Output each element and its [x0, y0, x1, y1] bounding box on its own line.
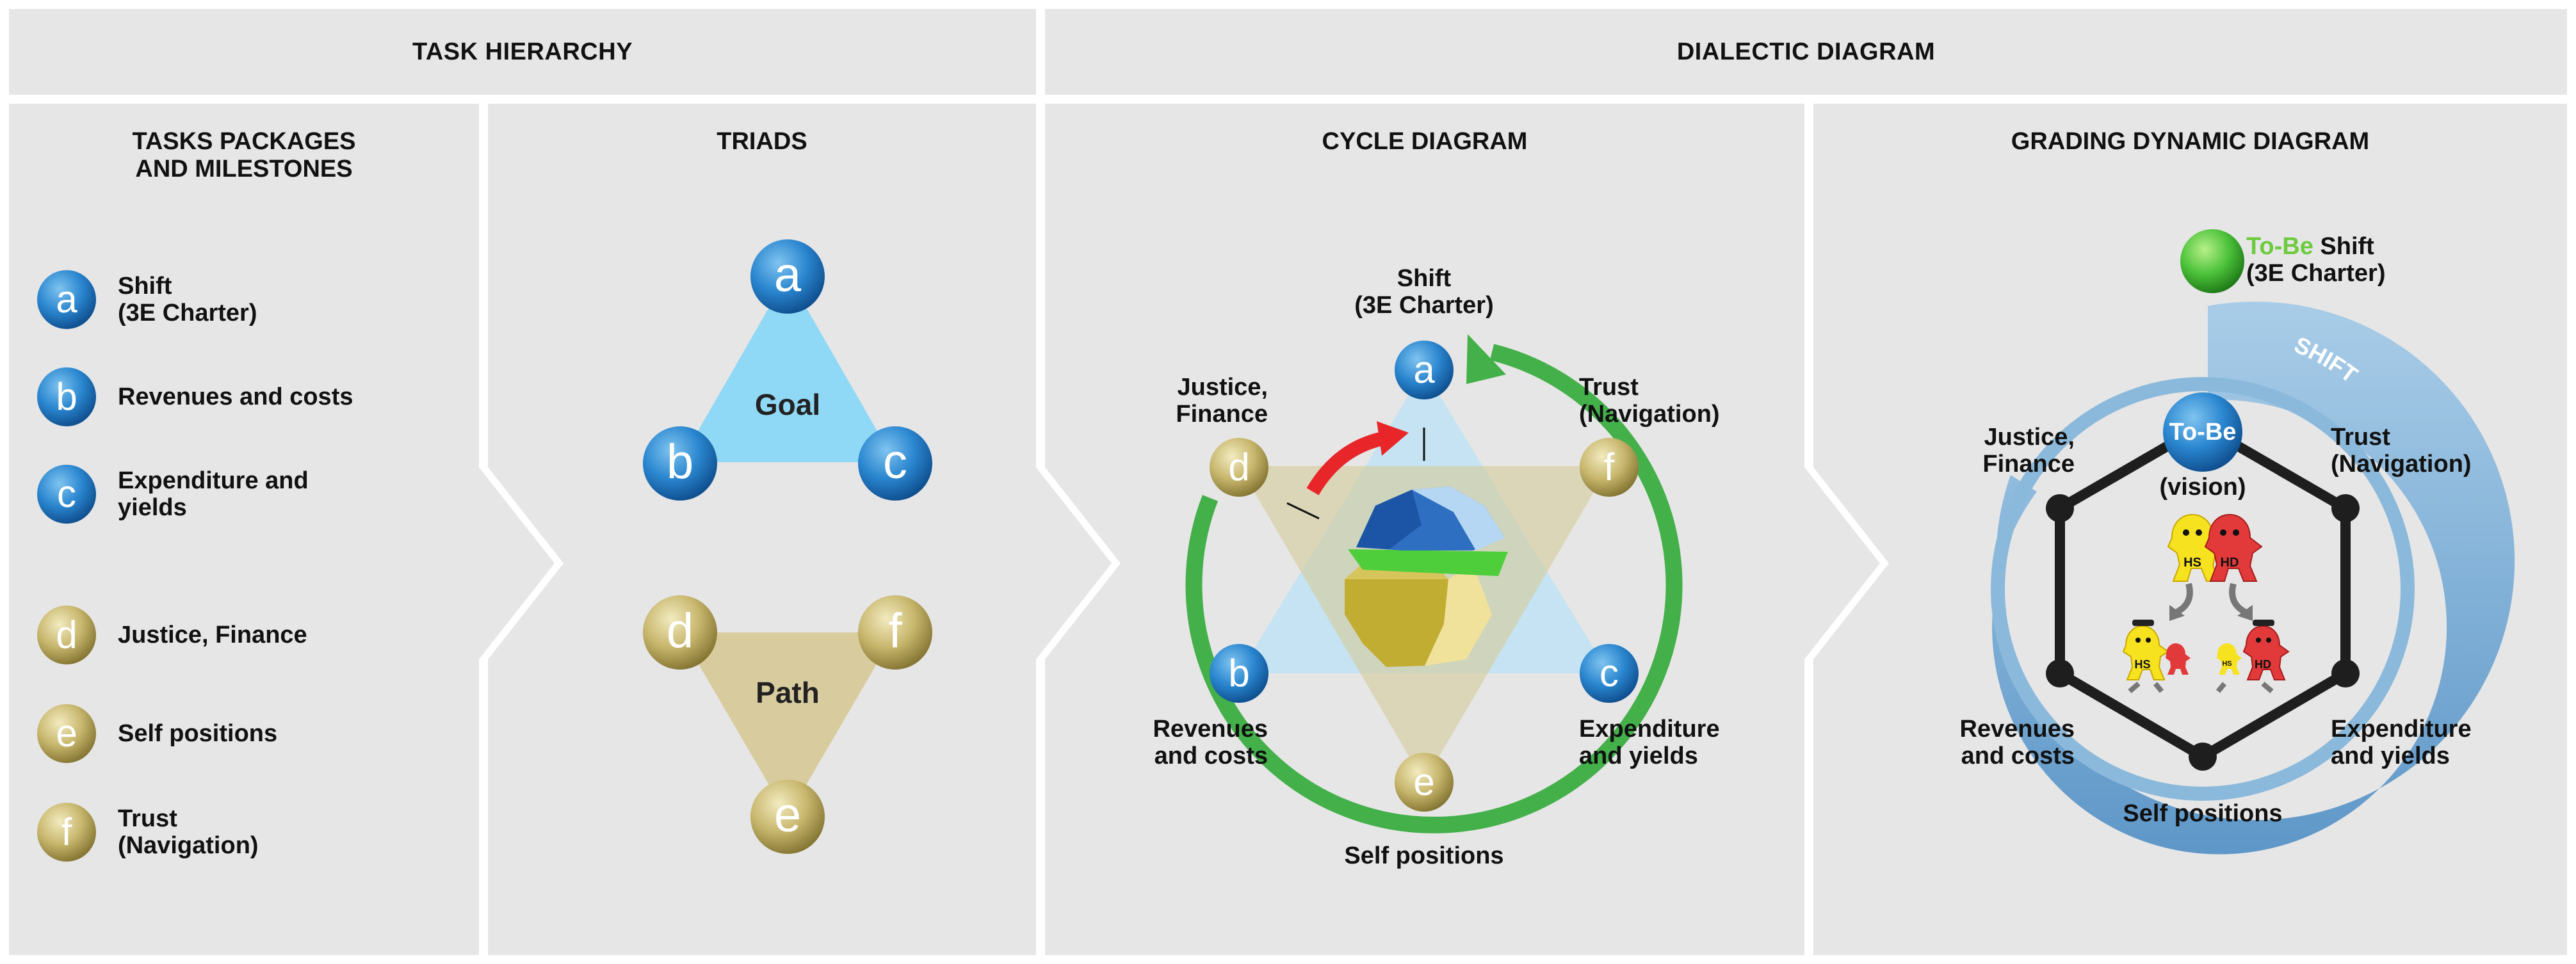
cycle-panel-title: CYCLE DIAGRAM — [1322, 128, 1528, 155]
hd-tag-large: HD — [2220, 556, 2239, 570]
tobe-shift-legend: To-Be Shift (3E Charter) — [2246, 233, 2464, 287]
legend-bullet-b — [37, 367, 96, 426]
hd-figure-left-small — [2166, 643, 2191, 675]
cycle-letter-b: b — [1228, 652, 1250, 695]
green-ball-icon — [2180, 229, 2244, 293]
tobe-shift-suffix: Shift (3E Charter) — [2246, 233, 2386, 287]
legend-letter: e — [56, 712, 77, 755]
cycle-node-a — [1395, 341, 1454, 399]
legend-bullet-c — [37, 465, 96, 524]
cycle-node-d — [1210, 438, 1268, 497]
grading-label-self: Self positions — [2123, 800, 2283, 827]
grading-label-revenues: Revenues and costs — [1959, 716, 2075, 769]
header-dialectic-diagram: DIALECTIC DIAGRAM — [1676, 38, 1936, 65]
panel-tasks — [9, 104, 479, 955]
cycle-label-shift: Shift (3E Charter) — [1354, 265, 1494, 319]
cycle-label-trust: Trust (Navigation) — [1579, 374, 1720, 428]
cycle-letter-c: c — [1600, 652, 1619, 695]
goal-label: Goal — [754, 388, 821, 421]
hd-figure-large — [2204, 513, 2263, 582]
header-bar-dialectic-diagram — [1045, 9, 2567, 95]
cycle-node-f — [1580, 438, 1639, 497]
triad-letter-b: b — [666, 435, 694, 489]
triad-node-f — [858, 595, 932, 670]
triad-node-a — [750, 239, 825, 314]
chevron-arrow-3 — [1804, 467, 1880, 659]
cycle-letter-f: f — [1603, 446, 1615, 488]
cycle-label-expenditure: Expenditure and yields — [1579, 716, 1720, 769]
cycle-letter-a: a — [1413, 348, 1435, 391]
header-task-hierarchy: TASK HIERARCHY — [412, 38, 633, 65]
legend-letter: c — [57, 472, 76, 515]
polyhedron-icon — [1345, 486, 1508, 667]
shift-band — [1992, 301, 2515, 855]
to-be-node — [2163, 392, 2242, 472]
grading-panel-title: GRADING DYNAMIC DIAGRAM — [2011, 128, 2370, 155]
chevron-arrow-1 — [479, 467, 555, 659]
legend-letter: a — [56, 278, 77, 321]
cycle-node-e — [1395, 753, 1454, 812]
tasks-panel-title: TASKS PACKAGES AND MILESTONES — [132, 128, 356, 182]
hd-tag-right: HD — [2255, 658, 2271, 671]
chevron-arrow-2 — [1036, 467, 1112, 659]
triad-letter-e: e — [774, 788, 802, 842]
panel-triads — [488, 104, 1036, 955]
legend-text: Trust (Navigation) — [118, 805, 259, 859]
red-arrow — [1306, 431, 1385, 495]
vision-label: (vision) — [2159, 474, 2246, 501]
legend-text: Expenditure and yields — [118, 467, 309, 521]
hs-figure-left — [2122, 620, 2169, 680]
header-bar-task-hierarchy — [9, 9, 1036, 95]
cycle-label-self: Self positions — [1344, 842, 1504, 869]
grading-label-justice: Justice, Finance — [1982, 424, 2075, 478]
to-be-node-label: To-Be — [2169, 419, 2237, 446]
triad-node-e — [750, 780, 825, 854]
grading-label-expenditure: Expenditure and yields — [2331, 716, 2472, 769]
legend-bullet-e — [37, 704, 96, 763]
legend-text: Shift (3E Charter) — [118, 273, 257, 326]
legend-bullet-f — [37, 803, 96, 862]
triad-node-b — [643, 426, 717, 501]
triad-letter-d: d — [666, 604, 694, 658]
goal-triangle — [680, 275, 895, 462]
hs-tag-large: HS — [2183, 556, 2201, 570]
triad-node-d — [643, 595, 717, 670]
hs-tag-left: HS — [2134, 658, 2151, 671]
cycle-node-b — [1210, 644, 1268, 703]
cycle-label-revenues: Revenues and costs — [1153, 716, 1268, 769]
cycle-letter-e: e — [1413, 760, 1435, 803]
cycle-arrowhead — [1466, 334, 1506, 384]
legend-letter: f — [61, 810, 72, 853]
legend-letter: b — [56, 375, 77, 418]
triad-letter-f: f — [888, 604, 902, 658]
legend-bullet-a — [37, 270, 96, 329]
hd-figure-right — [2242, 620, 2290, 680]
legend-text: Revenues and costs — [118, 383, 353, 410]
triad-letter-a: a — [774, 248, 802, 302]
path-label: Path — [756, 676, 820, 709]
inner-ring — [1991, 377, 2415, 801]
legend-bullet-d — [37, 606, 96, 664]
cycle-label-justice: Justice, Finance — [1176, 374, 1268, 428]
legend-text: Self positions — [118, 720, 278, 747]
path-triangle — [680, 632, 895, 817]
triads-panel-title: TRIADS — [717, 128, 807, 155]
hs-figure-right-small — [2217, 643, 2242, 675]
legend-text: Justice, Finance — [118, 622, 307, 648]
triad-node-c — [858, 426, 932, 501]
hs-tag-right-small: HS — [2222, 660, 2232, 668]
cycle-letter-d: d — [1228, 446, 1250, 488]
grading-label-trust: Trust (Navigation) — [2331, 424, 2472, 478]
cycle-node-c — [1580, 644, 1639, 703]
legend-letter: d — [56, 613, 77, 656]
tobe-shift-prefix: To-Be — [2246, 233, 2313, 260]
triad-letter-c: c — [883, 435, 907, 489]
